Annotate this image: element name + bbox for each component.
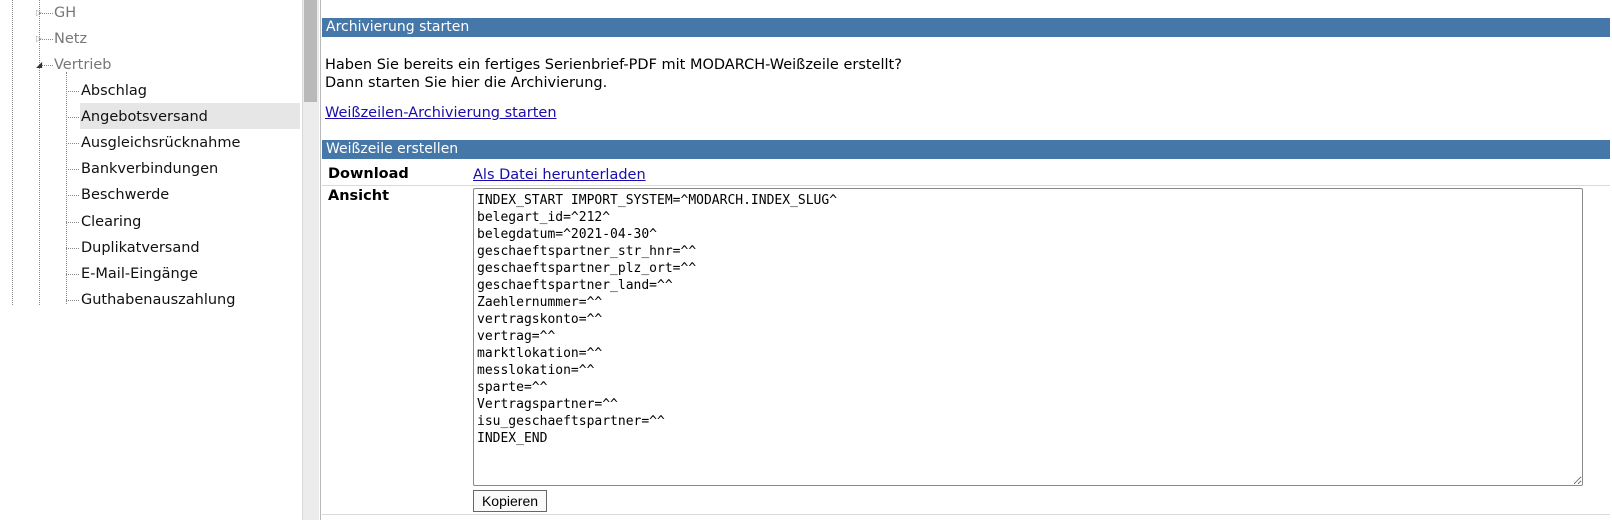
start-archiving-link[interactable]: Weißzeilen-Archivierung starten <box>325 105 557 121</box>
view-label: Ansicht <box>328 188 389 204</box>
download-link-wrap: Als Datei herunterladen <box>473 166 646 184</box>
section-header-archive: Archivierung starten <box>322 18 1610 37</box>
tree-item-abschlag[interactable]: Abschlag <box>81 83 147 99</box>
tree-connector <box>66 169 79 170</box>
tree-scrollbar[interactable] <box>302 0 319 520</box>
row-divider <box>322 185 1610 186</box>
tree-connector <box>66 274 79 275</box>
copy-button[interactable]: Kopieren <box>473 490 547 512</box>
scrollbar-thumb[interactable] <box>304 0 317 102</box>
tree-item-gh[interactable]: GH <box>54 5 77 21</box>
tree-item-clearing[interactable]: Clearing <box>81 214 142 230</box>
tree-guide-line <box>12 0 13 305</box>
navigation-tree: ▷ ▷ ◢ GH Netz Vertrieb Abschlag Angebots… <box>0 0 300 520</box>
download-label: Download <box>328 166 409 182</box>
tree-item-email-eingaenge[interactable]: E-Mail-Eingänge <box>81 266 198 282</box>
expand-icon[interactable]: ▷ <box>36 8 43 17</box>
tree-connector <box>66 248 79 249</box>
tree-item-beschwerde[interactable]: Beschwerde <box>81 187 170 203</box>
tree-connector <box>66 300 79 301</box>
download-file-link[interactable]: Als Datei herunterladen <box>473 167 646 183</box>
tree-item-guthabenauszahlung[interactable]: Guthabenauszahlung <box>81 292 236 308</box>
tree-item-duplikatversand[interactable]: Duplikatversand <box>81 240 200 256</box>
collapse-icon[interactable]: ◢ <box>36 60 43 69</box>
expand-icon[interactable]: ▷ <box>36 34 43 43</box>
tree-guide-line <box>66 72 67 304</box>
tree-connector <box>66 117 79 118</box>
tree-connector <box>39 65 53 66</box>
archive-link-wrap: Weißzeilen-Archivierung starten <box>325 104 557 122</box>
tree-connector <box>66 195 79 196</box>
tree-item-ausgleichsruecknahme[interactable]: Ausgleichsrücknahme <box>81 135 241 151</box>
tree-connector <box>66 222 79 223</box>
tree-connector <box>66 143 79 144</box>
tree-guide-line <box>39 0 40 305</box>
row-divider <box>322 514 1610 515</box>
tree-connector <box>39 39 53 40</box>
section-header-create: Weißzeile erstellen <box>322 140 1610 159</box>
selected-item-highlight <box>80 103 300 129</box>
tree-item-netz[interactable]: Netz <box>54 31 88 47</box>
tree-item-angebotsversand[interactable]: Angebotsversand <box>81 109 208 125</box>
index-line-textarea[interactable]: INDEX_START IMPORT_SYSTEM=^MODARCH.INDEX… <box>473 188 1583 486</box>
tree-connector <box>39 13 53 14</box>
archive-hint: Dann starten Sie hier die Archivierung. <box>325 75 608 91</box>
main-content: Archivierung starten Haben Sie bereits e… <box>320 0 1611 520</box>
tree-item-bankverbindungen[interactable]: Bankverbindungen <box>81 161 219 177</box>
tree-connector <box>66 91 79 92</box>
tree-item-vertrieb[interactable]: Vertrieb <box>54 57 112 73</box>
archive-question: Haben Sie bereits ein fertiges Serienbri… <box>325 57 902 73</box>
